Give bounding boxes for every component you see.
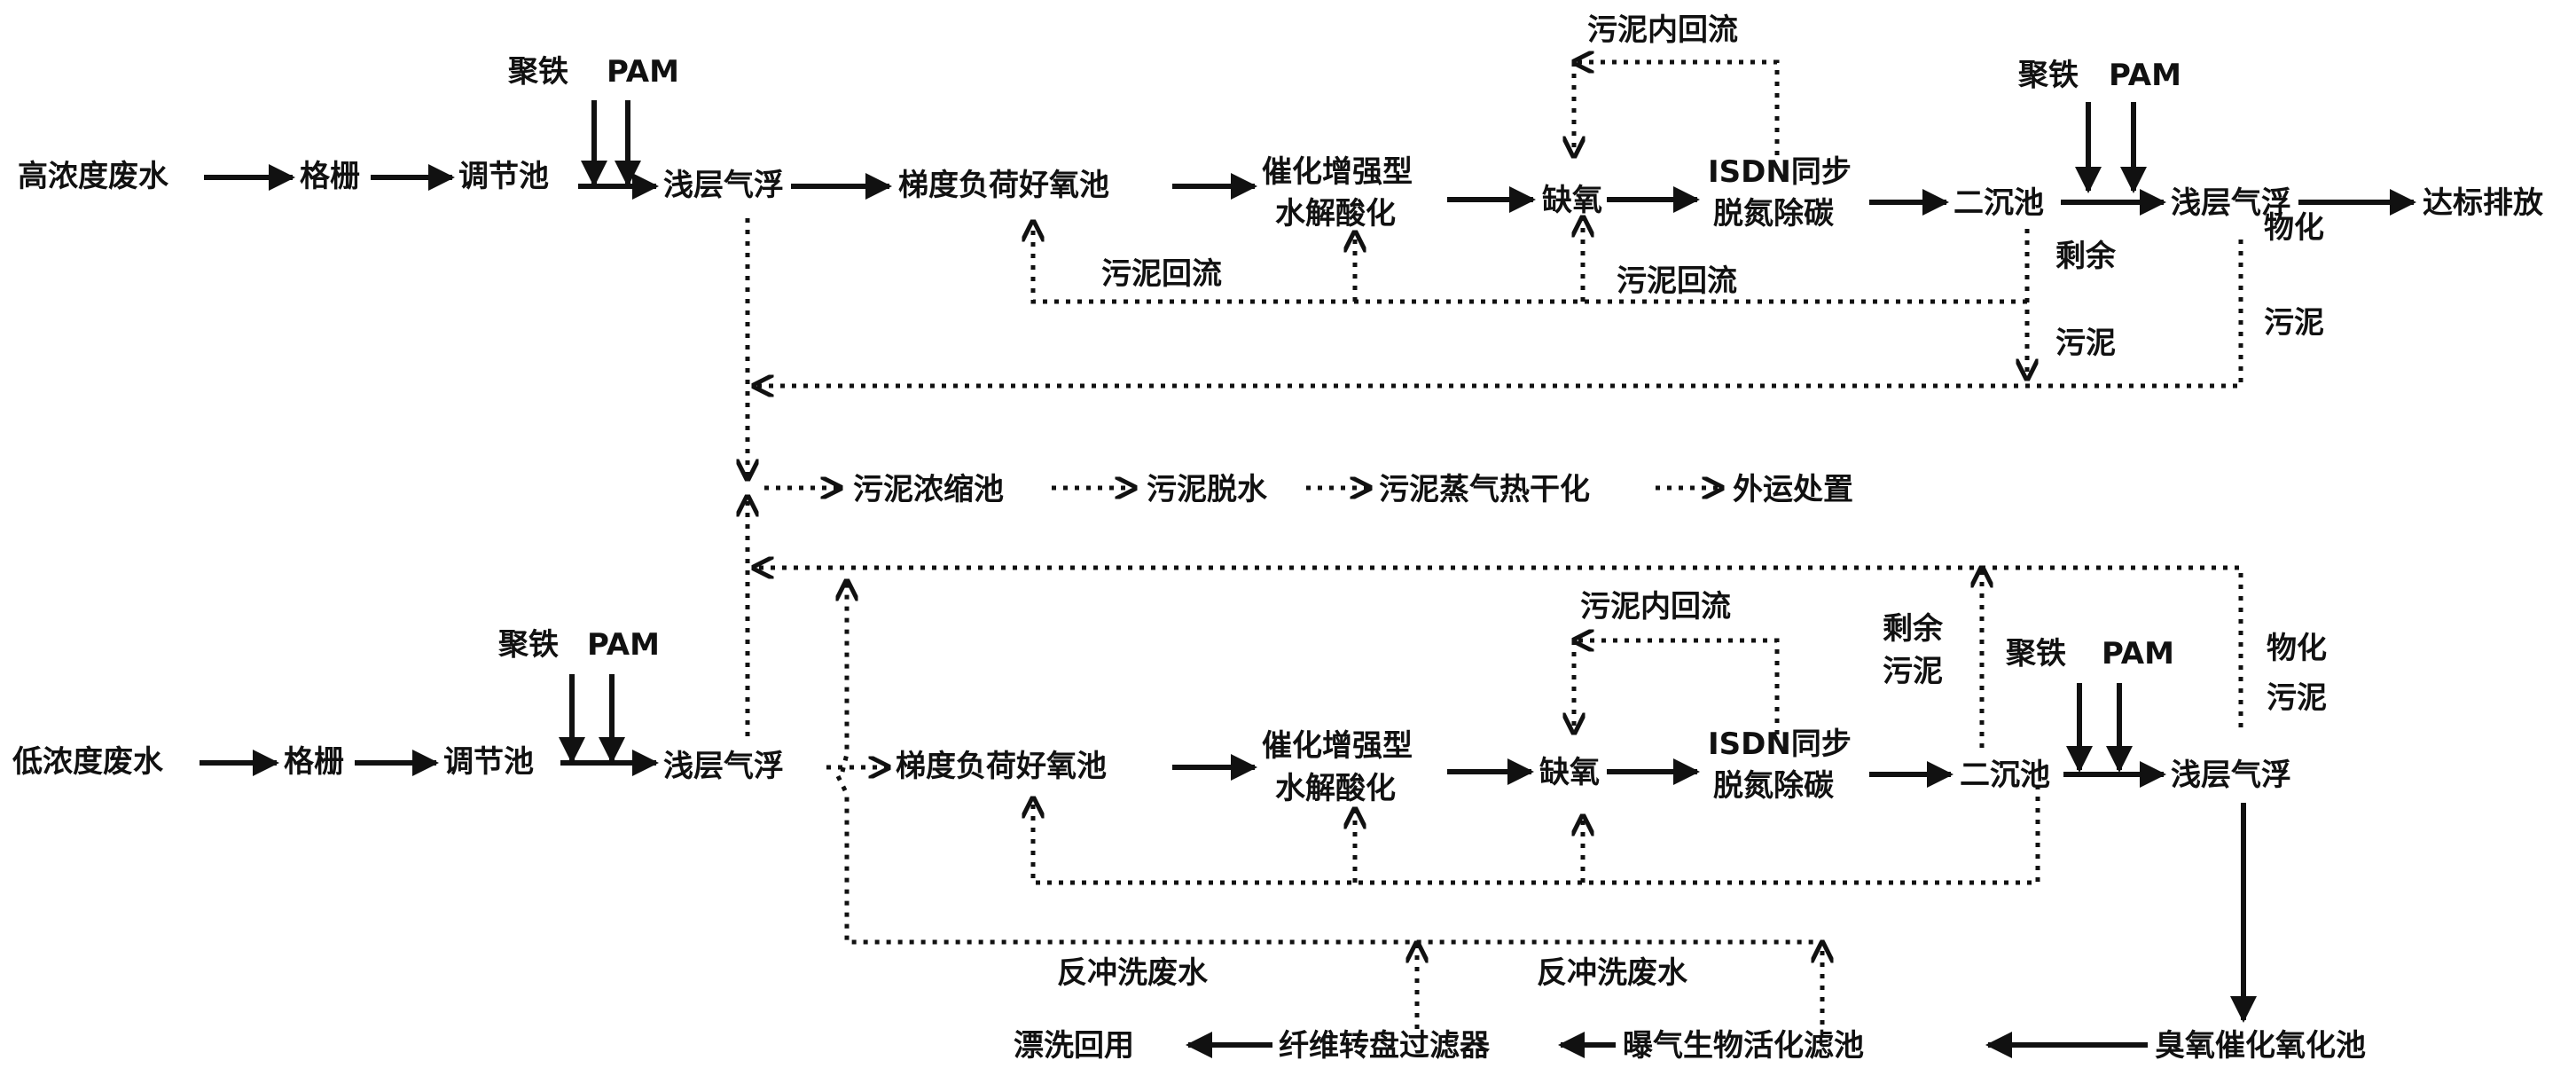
sludge-dewatering: 污泥脱水 bbox=[1147, 472, 1268, 507]
dosing-pam: PAM bbox=[607, 54, 679, 90]
chem-sludge-label-b2: 污泥 bbox=[2267, 680, 2327, 716]
chem-sludge-label-1: 物化 bbox=[2264, 210, 2324, 246]
equalization-tank-b: 调节池 bbox=[443, 744, 534, 780]
hydrolysis-label-1: 催化增强型 bbox=[1262, 154, 1413, 190]
hydrolysis-label-2: 水解酸化 bbox=[1275, 196, 1396, 232]
hydrolysis-label-b1: 催化增强型 bbox=[1262, 728, 1413, 764]
sludge-reflux-label-2: 污泥回流 bbox=[1617, 263, 1737, 299]
sludge-thickener: 污泥浓缩池 bbox=[853, 472, 1004, 507]
backwash-wastewater-1: 反冲洗废水 bbox=[1057, 955, 1209, 991]
dosing2-pam-b: PAM bbox=[2102, 636, 2174, 672]
internal-reflux-label: 污泥内回流 bbox=[1587, 12, 1738, 48]
sludge-treatment-line: 污泥浓缩池 污泥脱水 污泥蒸气热干化 外运处置 bbox=[764, 472, 1853, 507]
dosing-polyferric-b: 聚铁 bbox=[497, 627, 559, 663]
sludge-reflux-label-1: 污泥回流 bbox=[1101, 256, 1222, 292]
high-concentration-wastewater: 高浓度废水 bbox=[18, 159, 169, 194]
shallow-flotation-b: 浅层气浮 bbox=[663, 749, 784, 784]
low-concentration-wastewater: 低浓度废水 bbox=[12, 744, 164, 780]
sludge-steam-drying: 污泥蒸气热干化 bbox=[1379, 472, 1590, 507]
secondary-clarifier: 二沉池 bbox=[1954, 185, 2044, 221]
isdn-label-2: 脱氮除碳 bbox=[1713, 196, 1835, 232]
grille-node-b: 格栅 bbox=[284, 744, 344, 780]
anoxic-tank-b: 缺氧 bbox=[1539, 755, 1600, 790]
isdn-label-b1: ISDN同步 bbox=[1708, 726, 1852, 762]
gradient-aerobic-tank: 梯度负荷好氧池 bbox=[898, 168, 1109, 203]
equalization-tank: 调节池 bbox=[458, 159, 549, 194]
excess-sludge-label-b1: 剩余 bbox=[1883, 611, 1944, 647]
dosing2-polyferric-b: 聚铁 bbox=[2005, 636, 2066, 672]
dosing2-polyferric: 聚铁 bbox=[2017, 58, 2079, 93]
internal-reflux-label-b: 污泥内回流 bbox=[1580, 589, 1731, 624]
backwash-wastewater-2: 反冲洗废水 bbox=[1537, 955, 1688, 991]
excess-sludge-label-1: 剩余 bbox=[2055, 239, 2117, 274]
dosing-pam-b: PAM bbox=[587, 627, 660, 663]
grille-node: 格栅 bbox=[300, 159, 360, 194]
chem-sludge-label-2: 污泥 bbox=[2264, 305, 2324, 341]
low-concentration-line: 低浓度废水 格栅 调节池 聚铁 PAM 浅层气浮 梯度负荷好氧池 催化增强型 水… bbox=[12, 497, 2366, 1064]
isdn-label-1: ISDN同步 bbox=[1708, 154, 1852, 190]
shallow-flotation-2: 浅层气浮 bbox=[2171, 185, 2291, 221]
high-concentration-line: 高浓度废水 格栅 调节池 聚铁 PAM 浅层气浮 梯度负荷好氧池 催化增强型 水… bbox=[18, 12, 2543, 479]
fiber-disc-filter: 纤维转盘过滤器 bbox=[1279, 1028, 1491, 1064]
hydrolysis-label-b2: 水解酸化 bbox=[1275, 771, 1396, 806]
rinse-reuse: 漂洗回用 bbox=[1014, 1028, 1134, 1064]
chem-sludge-label-b1: 物化 bbox=[2267, 631, 2327, 666]
ozone-catalytic-oxidation: 臭氧催化氧化池 bbox=[2155, 1028, 2366, 1064]
anoxic-tank: 缺氧 bbox=[1542, 183, 1602, 218]
gradient-aerobic-tank-b: 梯度负荷好氧池 bbox=[896, 749, 1107, 784]
shallow-flotation: 浅层气浮 bbox=[663, 168, 784, 203]
discharge-to-standard: 达标排放 bbox=[2423, 185, 2543, 221]
excess-sludge-label-b2: 污泥 bbox=[1883, 654, 1943, 689]
shallow-flotation-b2: 浅层气浮 bbox=[2171, 758, 2291, 793]
dosing-polyferric: 聚铁 bbox=[507, 54, 568, 90]
dosing2-pam: PAM bbox=[2109, 58, 2181, 93]
secondary-clarifier-b: 二沉池 bbox=[1960, 758, 2050, 793]
isdn-label-b2: 脱氮除碳 bbox=[1713, 768, 1835, 804]
excess-sludge-label-2: 污泥 bbox=[2055, 326, 2116, 361]
offsite-disposal: 外运处置 bbox=[1733, 472, 1853, 507]
aerated-biological-filter: 曝气生物活化滤池 bbox=[1623, 1028, 1864, 1064]
